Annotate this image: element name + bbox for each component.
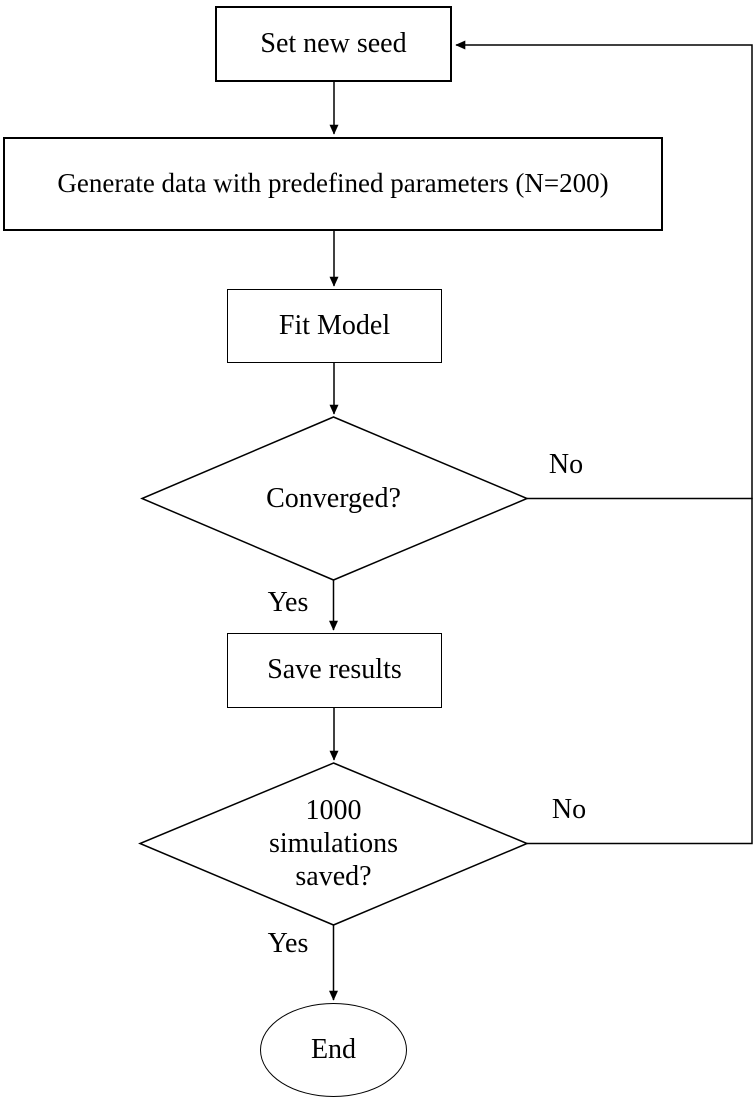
process-fit-model-label: Fit Model xyxy=(278,309,391,341)
process-fit-model: Fit Model xyxy=(227,289,442,363)
process-generate-data: Generate data with predefined parameters… xyxy=(3,137,663,231)
edge-label-sims-yes: Yes xyxy=(267,928,309,959)
edge-label-converged-no: No xyxy=(548,449,584,480)
decision-sims-saved-label: 1000 simulations saved? xyxy=(233,794,434,893)
decision-sims-saved-shape xyxy=(138,762,529,926)
edge-label-sims-no: No xyxy=(551,794,587,825)
process-generate-data-label: Generate data with predefined parameters… xyxy=(57,168,609,199)
edge-label-converged-yes: Yes xyxy=(267,587,309,618)
process-set-seed: Set new seed xyxy=(215,6,452,82)
process-save-results: Save results xyxy=(227,633,442,708)
terminator-end-label: End xyxy=(310,1033,357,1065)
edge-no-loop-to-seed xyxy=(455,40,753,845)
terminator-end: End xyxy=(260,1003,407,1097)
decision-converged-label: Converged? xyxy=(266,483,401,514)
decision-converged-shape xyxy=(140,416,529,581)
decision-sims-saved-line2: simulations xyxy=(268,828,399,859)
process-set-seed-label: Set new seed xyxy=(260,27,407,59)
process-save-results-label: Save results xyxy=(267,654,402,686)
decision-sims-saved-line3: saved? xyxy=(295,861,372,892)
decision-sims-saved-line1: 1000 xyxy=(305,795,362,826)
